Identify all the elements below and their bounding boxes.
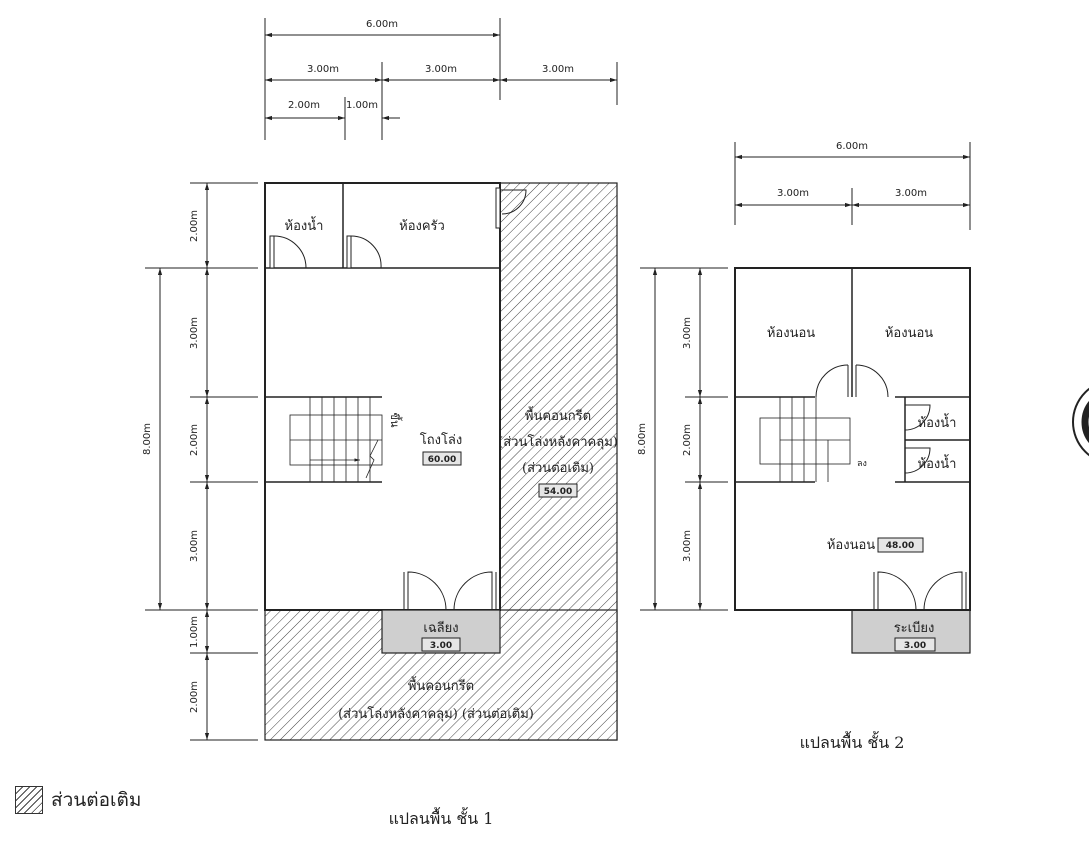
dim-label: 2.00m <box>189 424 200 456</box>
area-box-porch <box>421 637 461 652</box>
room-label-bathroom-1: ห้องน้ำ <box>918 413 957 431</box>
room-label-main-bedroom: ห้องนอน <box>827 538 875 553</box>
dim-label: 3.00m <box>425 64 457 75</box>
dim-label: 8.00m <box>142 423 153 455</box>
door-swings <box>269 187 527 611</box>
area-value-porch: 3.00 <box>430 641 452 651</box>
area-box-side-extension <box>538 483 578 498</box>
front-extension-label-2: (ส่วนโล่งหลังคาคลุม) (ส่วนต่อเติม) <box>338 706 534 722</box>
dim-label: 3.00m <box>542 64 574 75</box>
room-label-balcony: ระเบียง <box>894 620 935 636</box>
dim-label: 2.00m <box>189 210 200 242</box>
stair-label-down: ลง <box>857 459 867 469</box>
area-value-side-extension: 54.00 <box>544 487 572 497</box>
area-box-balcony <box>894 637 936 652</box>
floor1-caption: แปลนพื้น ชั้น 1 <box>389 807 494 828</box>
floor2-plan <box>734 267 971 654</box>
area-value-hall: 60.00 <box>428 455 456 465</box>
room-label-bathroom: ห้องน้ำ <box>285 216 324 234</box>
legend: ส่วนต่อเติม <box>15 785 141 815</box>
room-label-hall: โถงโล่ง <box>420 432 463 448</box>
dim-label: 1.00m <box>189 616 200 648</box>
dim-label: 1.00m <box>346 100 378 111</box>
room-label-kitchen: ห้องครัว <box>399 219 445 234</box>
dim-label: 3.00m <box>895 188 927 199</box>
edge-circle-mark <box>1072 387 1089 457</box>
side-extension-label-3: (ส่วนต่อเติม) <box>522 461 594 476</box>
room-label-porch: เฉลียง <box>423 620 458 636</box>
area-value-balcony: 3.00 <box>904 641 926 651</box>
area-box-hall <box>422 451 462 466</box>
front-extension-label-1: พื้นคอนกรีต <box>408 676 474 694</box>
legend-hatch-swatch <box>15 786 43 814</box>
area-value-main-bedroom: 48.00 <box>886 541 914 551</box>
floor2-door-swings <box>815 364 967 611</box>
floor2-caption: แปลนพื้น ชั้น 2 <box>800 731 905 752</box>
floor2-stair <box>759 397 851 482</box>
dim-label: 6.00m <box>836 141 868 152</box>
side-extension-label-2: (ส่วนโล่งหลังคาคลุม) <box>498 434 618 450</box>
dim-label: 2.00m <box>189 681 200 713</box>
side-extension-label-1: พื้นคอนกรีต <box>525 406 591 424</box>
dim-label: 3.00m <box>189 530 200 562</box>
legend-label: ส่วนต่อเติม <box>51 789 142 811</box>
stair-label-up: ขึ้น <box>388 412 403 428</box>
floor1-plan <box>264 182 618 741</box>
room-label-bedroom-left: ห้องนอน <box>767 326 815 341</box>
dim-label: 6.00m <box>366 19 398 30</box>
floor1-top-dimensions <box>264 18 618 140</box>
area-box-main-bedroom <box>877 537 924 553</box>
floor2-dimensions <box>640 142 971 611</box>
dim-label: 2.00m <box>682 424 693 456</box>
dim-label: 3.00m <box>307 64 339 75</box>
room-label-bedroom-right: ห้องนอน <box>885 326 933 341</box>
room-label-bathroom-2: ห้องน้ำ <box>918 454 957 472</box>
floor1-stair <box>289 397 383 482</box>
dim-label: 2.00m <box>288 100 320 111</box>
dim-label: 3.00m <box>189 317 200 349</box>
dim-label: 8.00m <box>637 423 648 455</box>
dim-label: 3.00m <box>777 188 809 199</box>
dim-label: 3.00m <box>682 317 693 349</box>
floor1-left-dimensions <box>145 182 258 741</box>
dim-label: 3.00m <box>682 530 693 562</box>
